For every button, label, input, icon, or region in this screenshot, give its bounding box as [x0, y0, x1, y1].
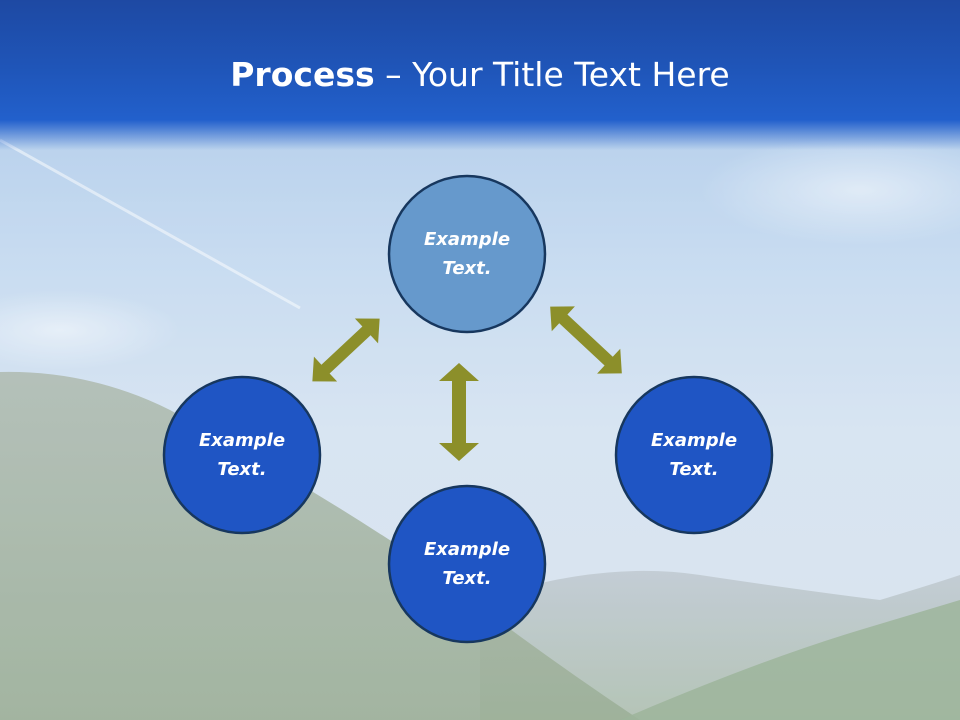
node-bottom-circle: [387, 484, 547, 644]
title-bar: [0, 0, 960, 150]
title-separator: –: [374, 55, 413, 94]
arrow-top-bottom: [439, 363, 479, 461]
node-left-line1: Example: [198, 430, 286, 451]
title-bold-part: Process: [230, 55, 375, 94]
arrow-top-right: [550, 306, 622, 374]
node-right-line2: Text.: [669, 459, 719, 480]
node-right-label: Example Text.: [619, 426, 769, 484]
cloud: [0, 290, 180, 370]
slide-title: Process – Your Title Text Here: [0, 52, 960, 98]
node-top-label: Example Text.: [392, 225, 542, 283]
node-right-line1: Example: [650, 430, 738, 451]
node-left-circle: [162, 375, 322, 535]
arrow-left-top: [312, 318, 380, 382]
node-top-line2: Text.: [442, 258, 492, 279]
node-bottom-line1: Example: [423, 539, 511, 560]
node-left-label: Example Text.: [167, 426, 317, 484]
title-rest: Your Title Text Here: [412, 55, 730, 94]
node-left-line2: Text.: [217, 459, 267, 480]
node-right-circle: [614, 375, 774, 535]
node-top-circle: [387, 174, 547, 334]
right-hill: [620, 600, 960, 720]
contrail: [0, 138, 301, 310]
cloud: [700, 135, 960, 245]
node-top-line1: Example: [423, 229, 511, 250]
node-bottom-label: Example Text.: [392, 535, 542, 593]
node-bottom-line2: Text.: [442, 568, 492, 589]
